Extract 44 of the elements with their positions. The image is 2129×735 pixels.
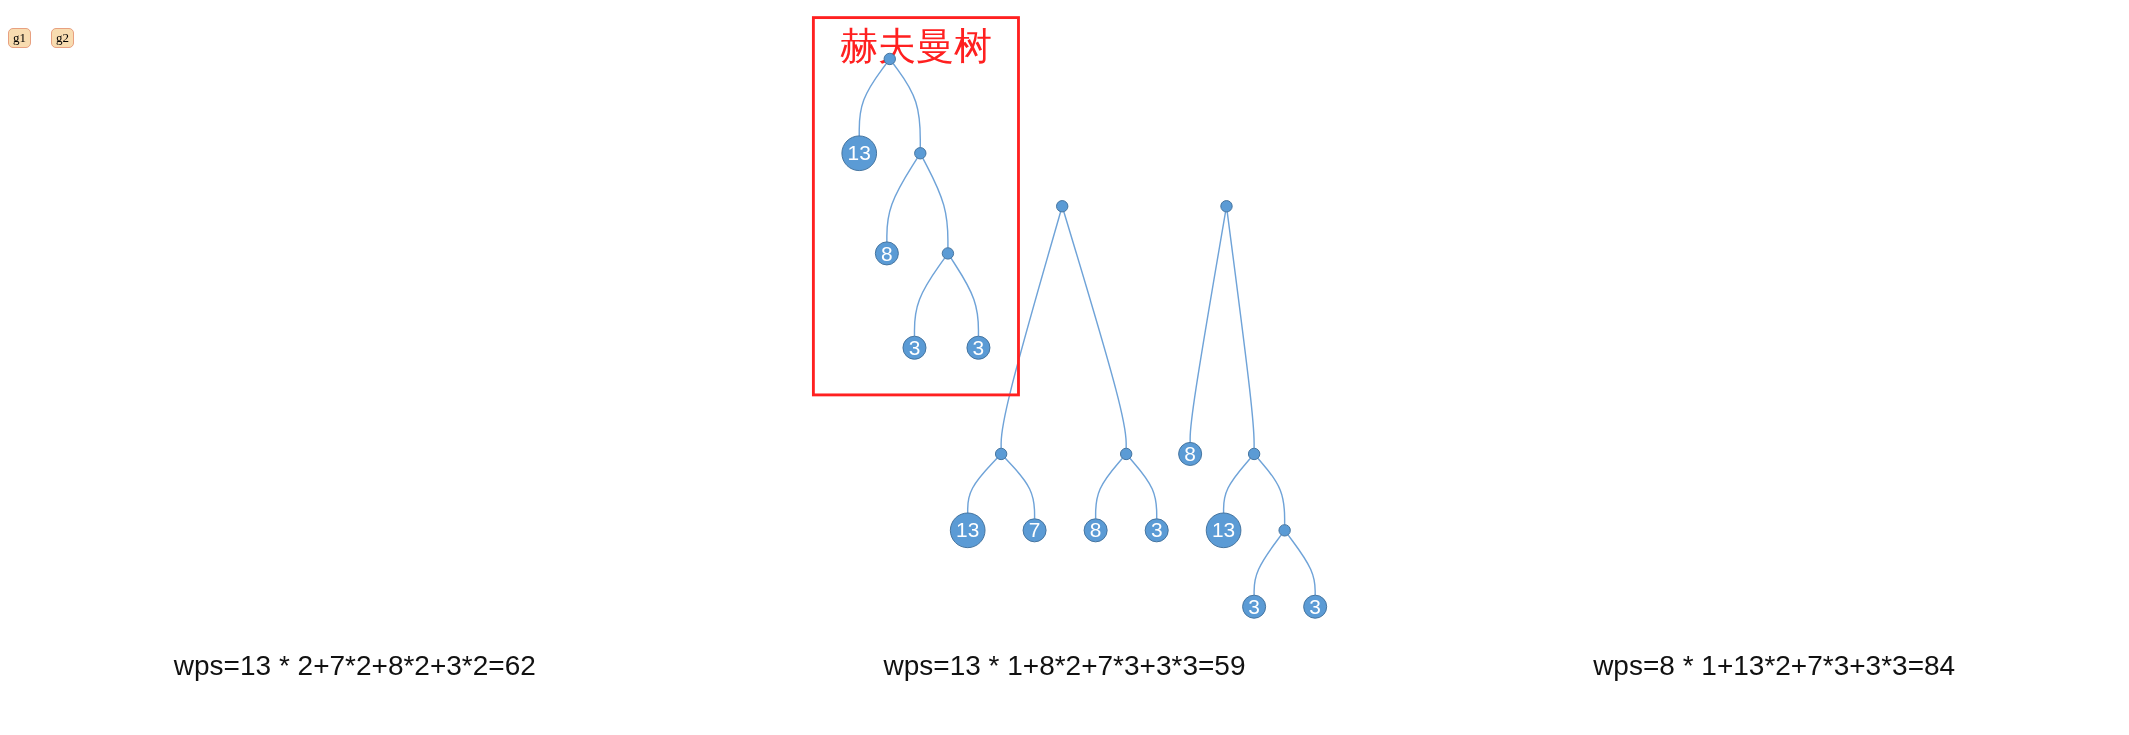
comment-marker: g2 (51, 28, 74, 48)
node-circle: 8 (874, 241, 899, 266)
connector (1222, 457, 1252, 514)
connector (1257, 457, 1286, 526)
node-circle: 7 (1022, 518, 1047, 543)
node-circle (1119, 447, 1133, 461)
node-circle (1220, 200, 1233, 213)
connector (950, 257, 980, 337)
node-circle: 8 (1083, 518, 1108, 543)
connector (1253, 534, 1282, 596)
connector (1129, 457, 1158, 520)
connector (858, 62, 888, 137)
formula-text: wps=8 * 1+13*2+7*3+3*3=84 (1593, 650, 1956, 682)
node-circle: 3 (1242, 594, 1267, 619)
node-circle (941, 247, 955, 260)
node-circle: 13 (949, 512, 986, 549)
node-circle (1055, 200, 1069, 213)
node-circle: 8 (1178, 441, 1203, 466)
connector (1189, 211, 1227, 444)
connector (1226, 211, 1255, 449)
connector (913, 257, 946, 337)
node-circle: 3 (966, 335, 991, 360)
connector (1004, 457, 1036, 520)
connector (892, 62, 921, 149)
node-circle: 3 (1144, 518, 1169, 543)
node-circle (1247, 447, 1261, 461)
node-circle: 3 (1303, 594, 1328, 619)
connector (886, 157, 918, 243)
connector (1094, 457, 1124, 520)
node-circle (914, 147, 927, 160)
connector (1000, 211, 1062, 449)
node-circle: 3 (902, 335, 927, 360)
comment-marker: g1 (8, 28, 31, 48)
connector (1287, 534, 1316, 596)
formula-text: wps=13 * 1+8*2+7*3+3*3=59 (883, 650, 1246, 682)
node-circle: 13 (841, 135, 877, 172)
formula-text: wps=13 * 2+7*2+8*2+3*2=62 (173, 650, 536, 682)
connector (966, 457, 998, 514)
node-circle (883, 52, 896, 66)
connector (1063, 211, 1127, 449)
node-circle (994, 447, 1008, 461)
node-circle: 13 (1205, 512, 1242, 549)
node-circle (1278, 524, 1291, 537)
connector (922, 157, 949, 249)
